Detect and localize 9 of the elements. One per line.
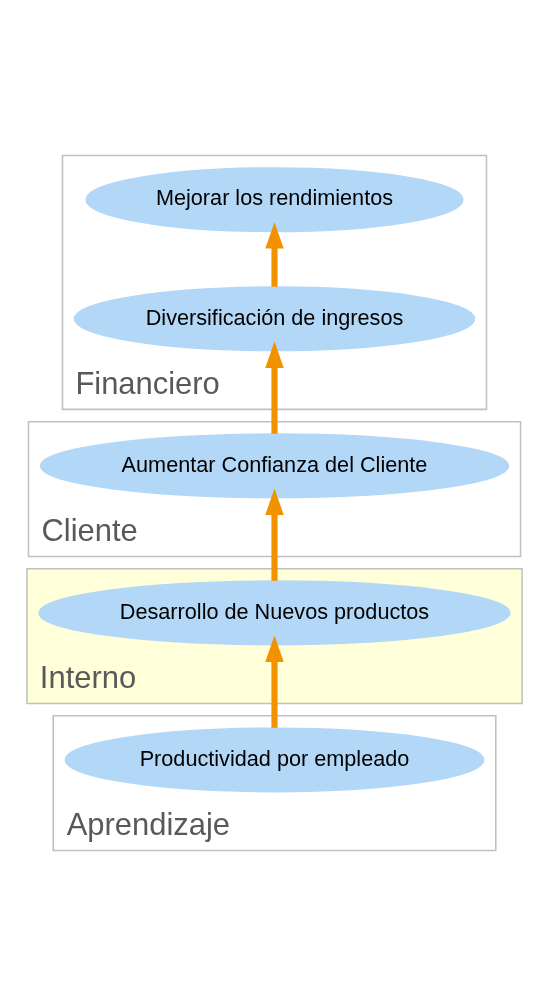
node-ellipse: Productividad por empleado [64, 726, 485, 792]
arrow [265, 488, 284, 581]
arrow [265, 221, 284, 287]
node-ellipse: Diversificación de ingresos [73, 285, 476, 351]
node-ellipse: Aumentar Confianza del Cliente [39, 432, 510, 498]
arrow [265, 635, 284, 728]
arrow [265, 341, 284, 434]
node-ellipse: Desarrollo de Nuevos productos [38, 579, 511, 645]
node-ellipse: Mejorar los rendimientos [85, 166, 464, 232]
